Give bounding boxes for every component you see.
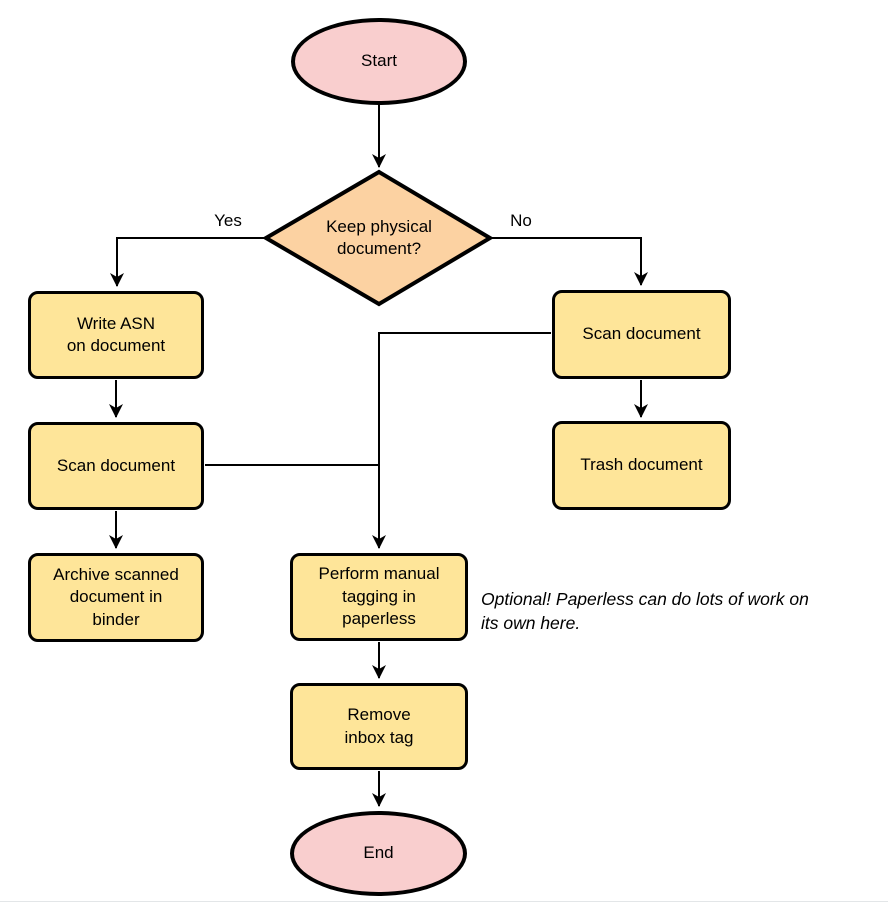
node-trash-document-label: Trash document — [580, 455, 703, 475]
node-remove-inbox-tag: Remove inbox tag — [290, 683, 468, 770]
node-scan-document-right-label: Scan document — [582, 324, 701, 344]
optional-note: Optional! Paperless can do lots of work … — [481, 589, 809, 633]
node-archive-binder-label: Archive scanned document in binder — [53, 564, 179, 629]
node-write-asn-label: Write ASN on document — [66, 313, 166, 355]
node-end: End — [290, 811, 467, 896]
node-scan-document-left: Scan document — [28, 422, 204, 510]
node-write-asn: Write ASN on document — [28, 291, 204, 379]
node-start-label: Start — [361, 51, 397, 71]
node-trash-document: Trash document — [552, 421, 731, 510]
edge-decision-no-to-scan-right — [492, 237, 648, 286]
decision-diamond-shape — [262, 169, 494, 307]
node-scan-document-left-label: Scan document — [56, 455, 176, 475]
edge-label-yes: Yes — [202, 211, 254, 231]
node-archive-binder: Archive scanned document in binder — [28, 553, 204, 642]
node-decision-label: Keep physical document? — [326, 216, 432, 258]
node-remove-inbox-tag-label: Remove inbox tag — [344, 705, 414, 747]
bottom-divider — [0, 901, 888, 902]
node-manual-tagging-label: Perform manual tagging in paperless — [318, 564, 440, 629]
node-decision-keep-physical: Keep physical document? — [288, 209, 470, 267]
edge-scan-right-to-tagging — [372, 332, 551, 549]
node-end-label: End — [363, 843, 394, 863]
edge-decision-yes-to-write-asn — [110, 237, 264, 287]
node-start: Start — [291, 18, 467, 105]
edge-label-no: No — [497, 211, 545, 231]
node-scan-document-right: Scan document — [552, 290, 731, 379]
node-manual-tagging: Perform manual tagging in paperless — [290, 553, 468, 641]
